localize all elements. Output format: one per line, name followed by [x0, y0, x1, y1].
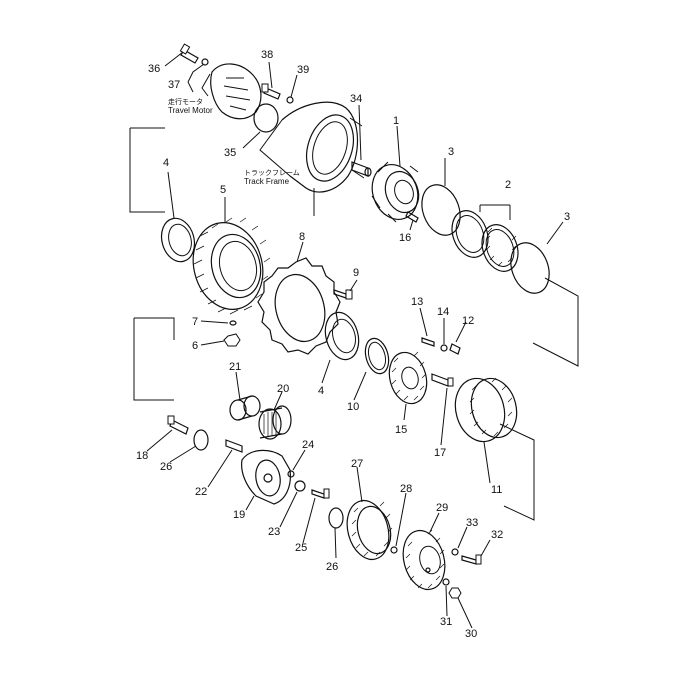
callout-20: 20 — [277, 383, 289, 395]
washer-23 — [294, 480, 306, 492]
callout-3a: 3 — [448, 146, 454, 158]
bearing-2 — [451, 210, 519, 272]
callout-5: 5 — [220, 184, 226, 196]
callout-29: 29 — [436, 502, 448, 514]
callout-numbers: 36 37 38 39 34 1 3 2 3 16 35 4 5 8 9 7 6… — [136, 49, 570, 640]
callout-10: 10 — [347, 401, 359, 413]
callout-9: 9 — [353, 267, 359, 279]
o-ring-31 — [442, 578, 450, 586]
callout-36: 36 — [148, 63, 160, 75]
carrier-19 — [241, 449, 291, 505]
callout-26a: 26 — [160, 461, 172, 473]
motor-label: 走行モータ Travel Motor トラックフレーム Track Frame — [168, 97, 300, 186]
bolt-17 — [431, 373, 454, 387]
callout-39: 39 — [297, 64, 309, 76]
callout-7: 7 — [192, 316, 198, 328]
callout-25: 25 — [295, 542, 307, 554]
callout-34: 34 — [350, 93, 362, 105]
callout-15: 15 — [395, 424, 407, 436]
callout-3b: 3 — [564, 211, 570, 223]
callout-18: 18 — [136, 450, 148, 462]
callout-2: 2 — [505, 179, 511, 191]
pin-34 — [351, 161, 372, 177]
travel-motor-jp-label: 走行モータ — [168, 97, 203, 106]
callout-28: 28 — [400, 483, 412, 495]
callout-30: 30 — [465, 628, 477, 640]
sprocket-8 — [257, 257, 341, 355]
plug-30 — [448, 587, 462, 599]
callout-22: 22 — [195, 486, 207, 498]
bracket-left-top — [129, 127, 165, 213]
bolt-9 — [333, 289, 353, 300]
callout-4b: 4 — [318, 385, 324, 397]
needle-bearing-21 — [229, 395, 261, 421]
housing-5 — [192, 217, 271, 315]
nut-6 — [223, 333, 241, 347]
callout-1: 1 — [393, 115, 399, 127]
travel-motor — [201, 63, 262, 120]
callout-12: 12 — [462, 315, 474, 327]
callout-16: 16 — [399, 232, 411, 244]
o-ring-35 — [253, 103, 279, 133]
callout-26b: 26 — [326, 561, 338, 573]
callout-24: 24 — [302, 439, 314, 451]
callout-33: 33 — [466, 517, 478, 529]
callout-13: 13 — [411, 296, 423, 308]
hub-1 — [371, 161, 420, 223]
travel-motor-en-label: Travel Motor — [168, 106, 213, 115]
gear-27 — [346, 499, 393, 561]
floating-seal-4a — [160, 217, 196, 263]
thrust-ring-10 — [364, 337, 390, 375]
callout-23: 23 — [268, 526, 280, 538]
sun-gear-15 — [388, 351, 428, 405]
o-ring-3b — [510, 242, 550, 294]
washer-7 — [229, 320, 237, 326]
ring-gear-11 — [454, 377, 518, 443]
callout-27: 27 — [351, 458, 363, 470]
callout-11: 11 — [491, 484, 502, 496]
o-ring-3a — [421, 184, 461, 236]
planet-gear-20 — [258, 405, 292, 440]
pin-24 — [287, 470, 295, 478]
bracket-right-mid — [499, 423, 535, 521]
cover-29 — [402, 529, 446, 591]
plug-12 — [449, 343, 461, 355]
callout-6: 6 — [192, 340, 198, 352]
shaft-22 — [225, 439, 243, 453]
callout-17: 17 — [434, 447, 446, 459]
callout-38: 38 — [261, 49, 273, 61]
callout-4a: 4 — [163, 157, 169, 169]
callout-35: 35 — [224, 147, 236, 159]
callout-21: 21 — [229, 361, 241, 373]
bracket-right-top — [532, 277, 579, 367]
callout-14: 14 — [437, 306, 449, 318]
track-frame-jp-label: トラックフレーム — [244, 169, 300, 177]
bracket-left-mid — [133, 317, 175, 401]
bolt-36-37 — [179, 43, 209, 66]
leader-lines — [146, 51, 564, 629]
floating-seal-4b — [324, 311, 360, 361]
bolt-32 — [461, 554, 482, 565]
washer-14 — [440, 344, 448, 352]
bolt-38-39 — [261, 83, 294, 104]
callout-32: 32 — [491, 529, 503, 541]
pin-16 — [405, 211, 419, 223]
track-frame — [259, 101, 365, 216]
plug-28 — [390, 546, 398, 554]
track-frame-en-label: Track Frame — [244, 177, 290, 186]
washer-26b — [328, 507, 344, 529]
callout-31: 31 — [440, 616, 452, 628]
bolt-18 — [167, 415, 189, 435]
callout-19: 19 — [233, 509, 245, 521]
bolt-25 — [311, 488, 330, 499]
washer-33 — [451, 548, 459, 556]
callout-37: 37 — [168, 79, 180, 91]
callout-8: 8 — [299, 231, 305, 243]
bolt-13 — [421, 337, 435, 347]
washer-26a — [193, 429, 209, 451]
